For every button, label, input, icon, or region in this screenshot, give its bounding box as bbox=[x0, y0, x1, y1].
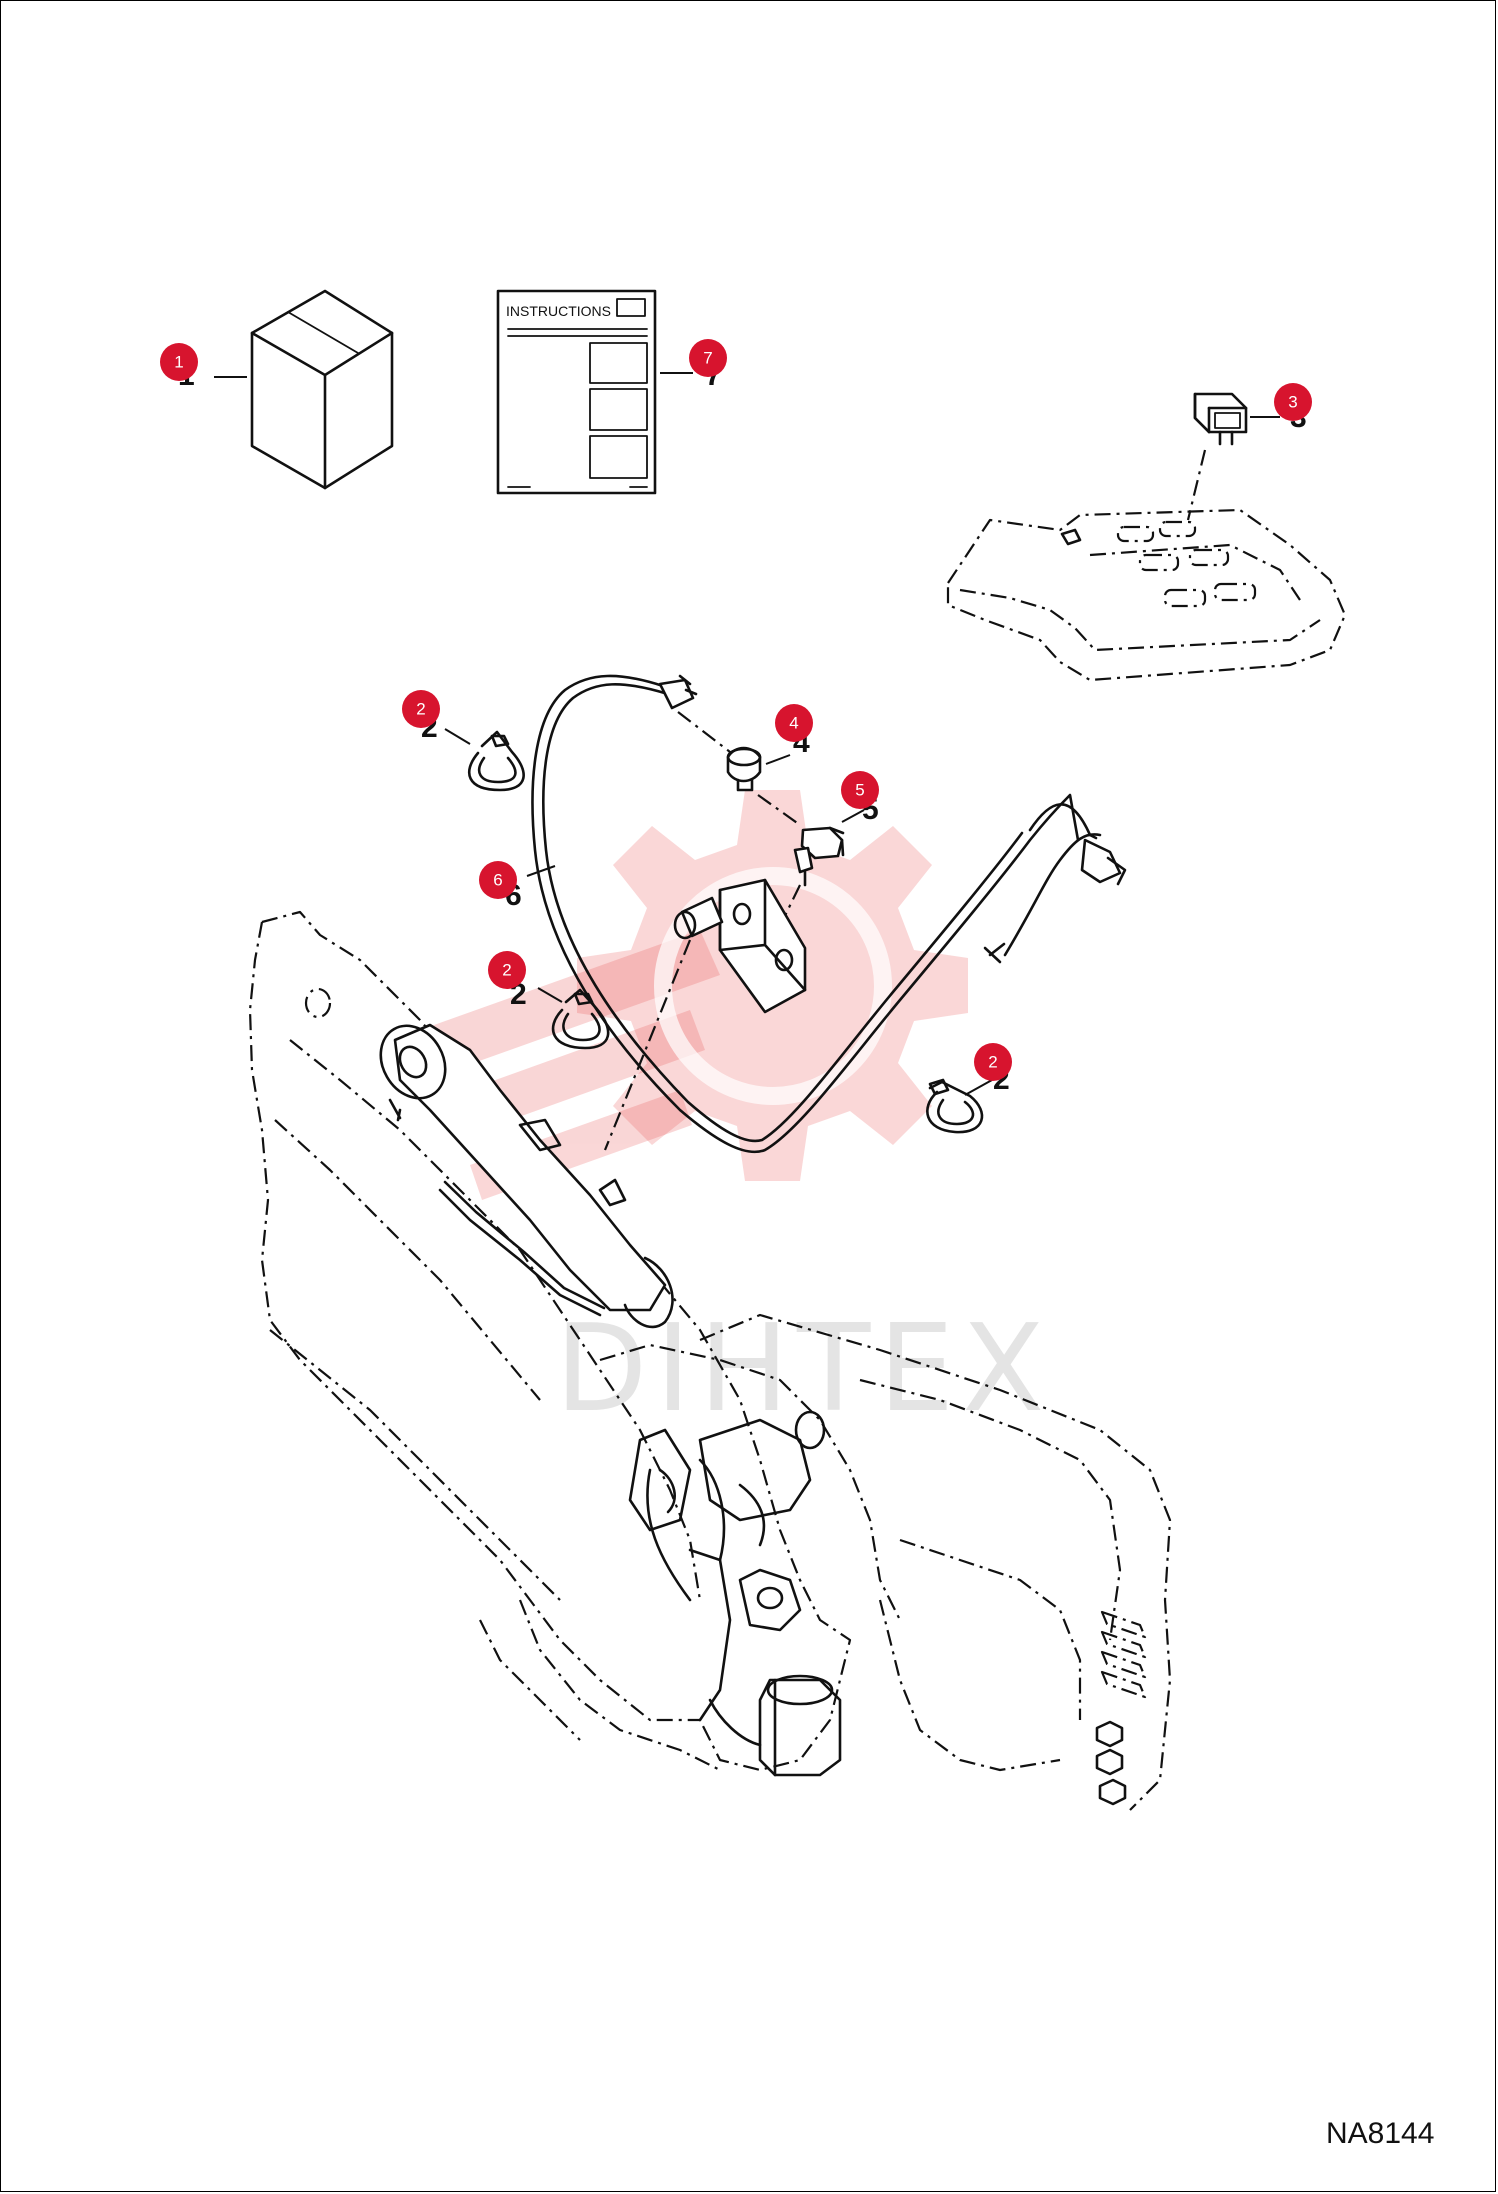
svg-text:1: 1 bbox=[174, 353, 183, 372]
svg-text:7: 7 bbox=[703, 349, 712, 368]
callout-7[interactable]: 7 bbox=[689, 339, 727, 377]
switch-guide-line bbox=[1186, 449, 1207, 521]
drawing-code: NA8144 bbox=[1326, 2117, 1434, 2150]
callout-badges: 1 7 3 2 4 5 6 2 bbox=[160, 339, 1312, 1081]
hose-clamp-1 bbox=[467, 730, 525, 792]
valve-to-arm-guide bbox=[603, 939, 692, 1151]
callout-4[interactable]: 4 bbox=[775, 704, 813, 742]
machine-frame bbox=[248, 910, 1172, 1811]
svg-text:2: 2 bbox=[416, 700, 425, 719]
svg-text:3: 3 bbox=[1288, 393, 1297, 412]
instructions-label: INSTRUCTIONS bbox=[506, 303, 611, 319]
leader-4 bbox=[765, 754, 791, 765]
instruction-sheet bbox=[496, 289, 657, 495]
seat-panel bbox=[946, 508, 1347, 682]
leader-2b bbox=[537, 987, 563, 1003]
callout-6[interactable]: 6 bbox=[479, 861, 517, 899]
tee-fitting bbox=[793, 826, 845, 887]
svg-text:4: 4 bbox=[789, 714, 798, 733]
leader-5 bbox=[841, 809, 865, 823]
callout-5[interactable]: 5 bbox=[841, 771, 879, 809]
svg-text:2: 2 bbox=[988, 1053, 997, 1072]
watermark-inner-ring bbox=[654, 867, 892, 1105]
leader-2c bbox=[964, 1079, 993, 1096]
svg-text:6: 6 bbox=[493, 871, 502, 890]
callout-2c[interactable]: 2 bbox=[974, 1043, 1012, 1081]
rocker-switch bbox=[1193, 392, 1248, 446]
callout-2b[interactable]: 2 bbox=[488, 951, 526, 989]
kit-box bbox=[250, 289, 394, 490]
callout-1[interactable]: 1 bbox=[160, 343, 198, 381]
harness-guide-line bbox=[677, 711, 731, 753]
switch-to-tee-guide bbox=[757, 794, 801, 826]
hose-clamp-3 bbox=[926, 1078, 984, 1134]
leader-6 bbox=[526, 865, 556, 877]
pressure-switch bbox=[726, 746, 762, 792]
wire-harness bbox=[531, 674, 1127, 1154]
callout-2a[interactable]: 2 bbox=[402, 690, 440, 728]
svg-text:5: 5 bbox=[855, 781, 864, 800]
svg-text:2: 2 bbox=[502, 961, 511, 980]
hose-clamp-2 bbox=[551, 988, 610, 1050]
valve-block bbox=[673, 878, 807, 1014]
callout-3[interactable]: 3 bbox=[1274, 383, 1312, 421]
leader-2a bbox=[444, 728, 471, 745]
watermark-text: DIHTEX bbox=[555, 1300, 1052, 1439]
